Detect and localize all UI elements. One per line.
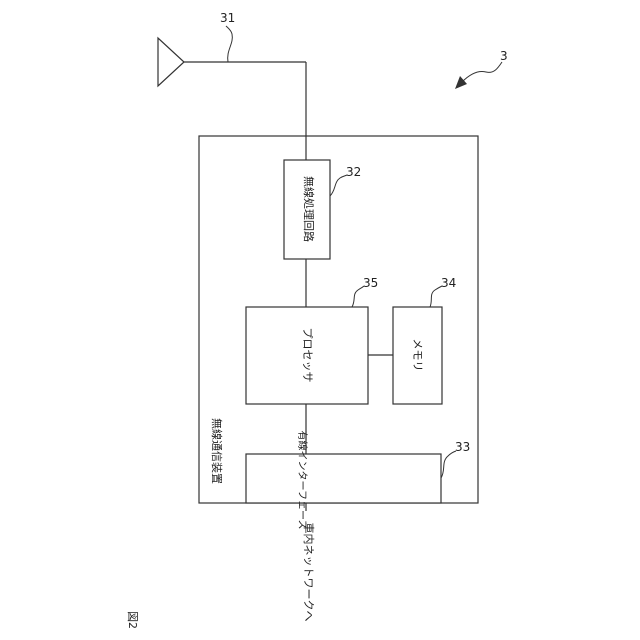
leader-3 [462, 62, 502, 82]
processor-label: プロセッサ [301, 323, 313, 387]
leader-32 [330, 175, 347, 196]
ref-35: 35 [363, 277, 378, 289]
figure-label: 図2 [126, 608, 138, 632]
arrow-3 [455, 76, 467, 89]
leader-33 [441, 451, 456, 478]
ref-3: 3 [500, 50, 508, 62]
ref-33: 33 [455, 441, 470, 453]
antenna-icon [158, 38, 306, 86]
leader-31 [226, 26, 232, 62]
ref-34: 34 [441, 277, 456, 289]
ref-31: 31 [220, 12, 235, 24]
ref-32: 32 [346, 166, 361, 178]
to-network-label: 車内ネットワークへ [302, 522, 314, 622]
wired-if-box [246, 454, 441, 503]
memory-label: メモリ [411, 331, 423, 379]
radio-circuit-label: 無線処理回路 [302, 171, 314, 247]
device-label: 無線通信装置 [210, 411, 222, 491]
